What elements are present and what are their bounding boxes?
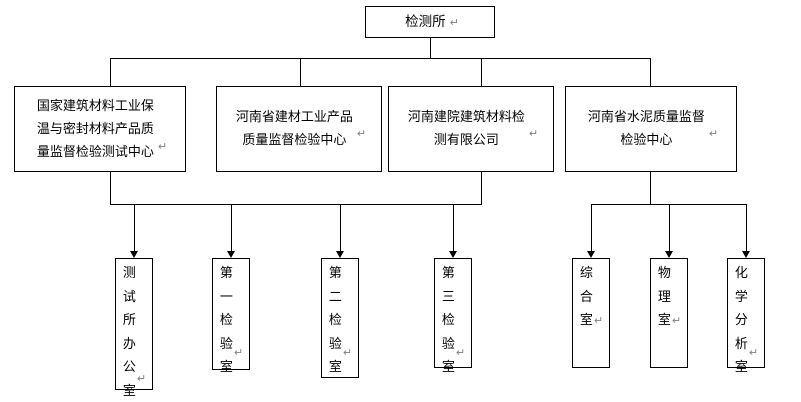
node-root-label: 检测所 (405, 13, 446, 30)
connector-root-stem (430, 38, 431, 58)
node-l3-7-label: 化学分析室 (734, 266, 748, 375)
pilcrow-mark: ↵ (157, 140, 168, 153)
connector-level3-left-bus (110, 204, 482, 205)
pilcrow-mark: ↵ (342, 346, 353, 359)
connector-drop-l3-4 (453, 204, 454, 251)
pilcrow-mark: ↵ (233, 346, 244, 359)
connector-drop-l3-1 (134, 204, 135, 251)
pilcrow-mark: ↵ (528, 127, 539, 140)
arrowhead-l3-1 (130, 251, 138, 258)
node-l2-1[interactable]: 国家建筑材料工业保 温与密封材料产品质 量监督检验测试中心↵ (14, 86, 186, 172)
connector-l2-1-down (110, 172, 111, 204)
node-l3-1[interactable]: 测试所办公室↵ (115, 258, 153, 399)
pilcrow-mark: ↵ (671, 314, 682, 327)
node-l3-6[interactable]: 物理室↵ (650, 258, 688, 368)
connector-drop-l3-7 (746, 204, 747, 251)
node-l2-3[interactable]: 河南建院建筑材料检 测有限公司↵ (388, 86, 554, 172)
node-l3-7[interactable]: 化学分析室↵ (727, 258, 765, 375)
arrowhead-l3-6 (665, 251, 673, 258)
node-l3-4[interactable]: 第三检验室↵ (434, 258, 472, 375)
node-l2-2[interactable]: 河南省建材工业产品 质量监督检验中心↵ (216, 86, 382, 172)
arrowhead-l3-3 (336, 251, 344, 258)
node-root[interactable]: 检测所↵ (365, 6, 495, 38)
pilcrow-mark: ↵ (455, 346, 466, 359)
connector-drop-l2-3 (481, 58, 482, 86)
connector-drop-l2-1 (110, 58, 111, 86)
node-l2-3-label: 河南建院建筑材料检 测有限公司 (407, 110, 525, 148)
pilcrow-mark: ↵ (748, 346, 759, 359)
node-l2-2-label: 河南省建材工业产品 质量监督检验中心 (235, 110, 353, 148)
node-l3-5[interactable]: 综合室↵ (572, 258, 610, 368)
node-l3-1-label: 测试所办公室 (122, 266, 136, 399)
node-l2-1-label: 国家建筑材料工业保 温与密封材料产品质 量监督检验测试中心 (36, 98, 154, 160)
connector-drop-l2-2 (300, 58, 301, 86)
node-l3-3[interactable]: 第二检验室↵ (321, 258, 359, 378)
pilcrow-mark: ↵ (356, 127, 367, 140)
node-l3-2-label: 第一检验室 (219, 266, 233, 375)
node-l3-3-label: 第二检验室 (328, 266, 342, 375)
node-l3-4-label: 第三检验室 (441, 266, 455, 375)
connector-drop-l2-4 (650, 58, 651, 86)
connector-drop-l3-3 (340, 204, 341, 251)
connector-drop-l3-5 (591, 204, 592, 251)
connector-l2-4-down (650, 172, 651, 204)
node-l2-4[interactable]: 河南省水泥质量监督 检验中心↵ (565, 86, 737, 172)
connector-level2-bus (110, 58, 650, 59)
connector-drop-l3-6 (669, 204, 670, 251)
arrowhead-l3-5 (587, 251, 595, 258)
node-l2-4-label: 河南省水泥质量监督 检验中心 (587, 110, 705, 148)
connector-drop-l3-2 (231, 204, 232, 251)
node-l3-5-label: 综合室 (579, 266, 593, 328)
node-l3-2[interactable]: 第一检验室↵ (212, 258, 250, 375)
pilcrow-mark: ↵ (708, 127, 719, 140)
pilcrow-mark: ↵ (136, 372, 147, 385)
pilcrow-mark: ↵ (449, 15, 459, 29)
arrowhead-l3-4 (449, 251, 457, 258)
connector-l2-3-down (481, 172, 482, 204)
node-l3-6-label: 物理室 (657, 266, 671, 328)
pilcrow-mark: ↵ (593, 314, 604, 327)
arrowhead-l3-7 (742, 251, 750, 258)
arrowhead-l3-2 (227, 251, 235, 258)
